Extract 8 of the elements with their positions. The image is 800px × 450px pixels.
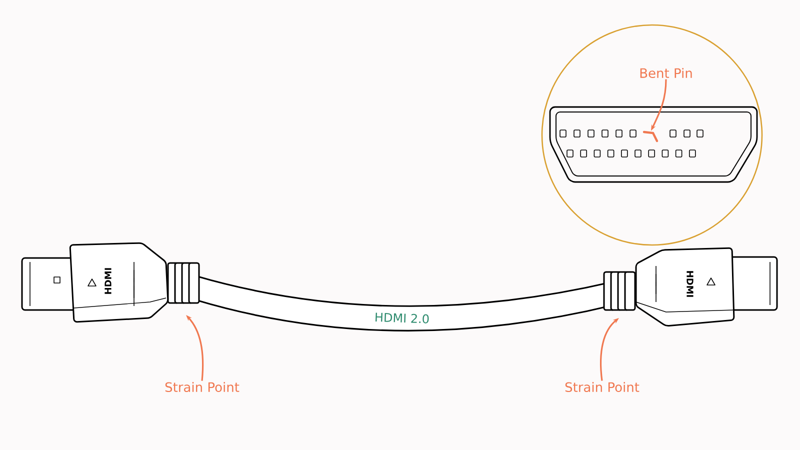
cable-label: HDMI 2.0: [376, 312, 429, 324]
connector-label: HDMI: [104, 268, 112, 294]
callout-text: Strain Point: [565, 382, 640, 392]
magnifier-circle: [541, 24, 763, 246]
bent-pin-drawing: [642, 130, 658, 142]
callout-text: Bent Pin: [640, 68, 692, 78]
callout-text: Strain Point: [165, 382, 240, 392]
connector-label: HDMI: [686, 271, 694, 297]
